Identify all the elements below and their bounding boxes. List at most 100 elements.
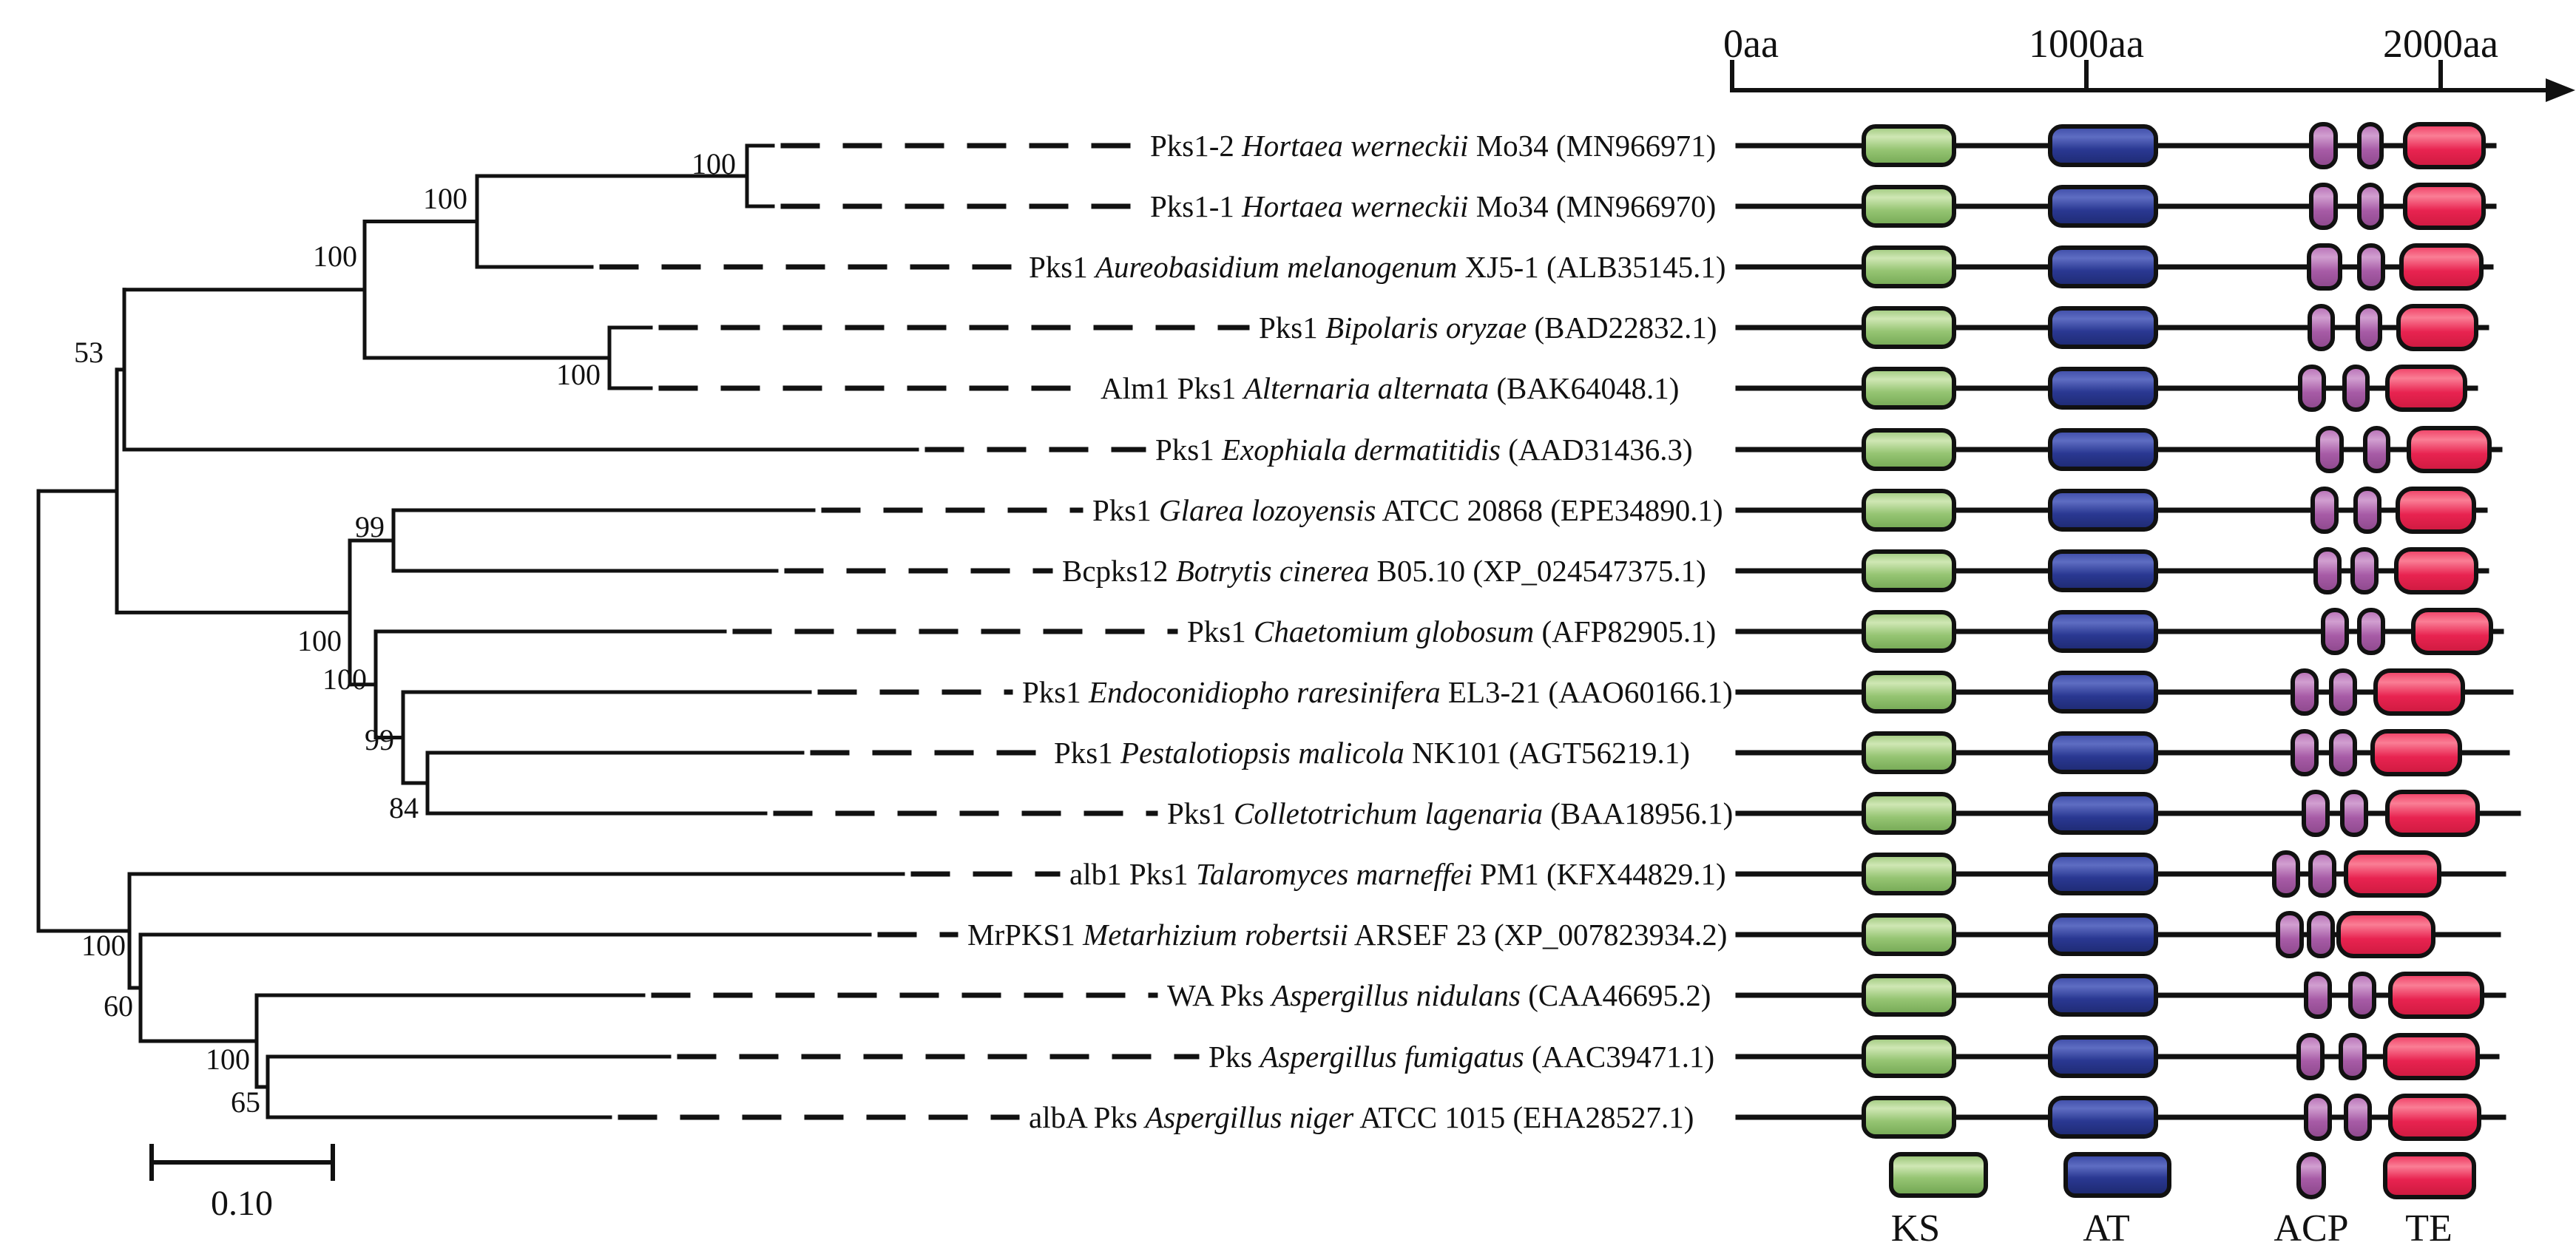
acp-domain (2321, 608, 2349, 655)
acp-domain (2348, 972, 2376, 1019)
taxon-label: Pks1-2 Hortaea werneckii Mo34 (MN966971) (1150, 129, 1716, 163)
te-domain (2411, 608, 2493, 655)
taxon-label: Pks1 Glarea lozoyensis ATCC 20868 (EPE34… (1092, 493, 1723, 527)
legend-swatch-te (2383, 1152, 2476, 1199)
ks-domain (1862, 853, 1956, 895)
at-domain (2048, 124, 2158, 167)
ks-domain (1862, 671, 1956, 714)
acp-domain (2356, 304, 2382, 351)
aa-scale-axis (1730, 60, 2575, 102)
acp-domain (2307, 911, 2335, 958)
acp-domain (2316, 426, 2344, 473)
legend-swatch-acp (2296, 1152, 2326, 1199)
ks-domain (1862, 610, 1956, 653)
bootstrap-value: 100 (423, 182, 467, 215)
legend-label-at: AT (2083, 1207, 2130, 1250)
axis-label-0aa: 0aa (1723, 21, 1779, 66)
at-domain (2048, 913, 2158, 956)
acp-domain (2313, 547, 2342, 594)
acp-domain (2342, 365, 2370, 412)
acp-domain (2298, 365, 2326, 412)
taxon-label: alb1 Pks1 Talaromyces marneffei PM1 (KFX… (1069, 857, 1726, 891)
at-domain (2048, 549, 2158, 592)
taxon-label: Pks1 Bipolaris oryzae (BAD22832.1) (1259, 311, 1717, 345)
te-domain (2385, 790, 2480, 837)
bootstrap-value: 65 (231, 1085, 260, 1119)
acp-domain (2309, 122, 2338, 169)
ks-domain (1862, 1096, 1956, 1139)
te-domain (2396, 487, 2476, 534)
ks-domain (1862, 974, 1956, 1017)
te-domain (2370, 729, 2462, 776)
bootstrap-value: 100 (692, 147, 736, 180)
taxon-label: Pks1 Aureobasidium melanogenum XJ5-1 (AL… (1029, 250, 1726, 284)
acp-domain (2296, 1033, 2325, 1080)
acp-domain (2291, 729, 2319, 776)
te-domain (2396, 304, 2478, 351)
acp-domain (2357, 243, 2385, 291)
acp-domain (2308, 304, 2335, 351)
te-domain (2388, 972, 2484, 1019)
taxon-label: MrPKS1 Metarhizium robertsii ARSEF 23 (X… (967, 918, 1727, 952)
ks-domain (1862, 185, 1956, 228)
at-domain (2048, 367, 2158, 410)
acp-domain (2353, 487, 2381, 534)
acp-domain (2357, 608, 2385, 655)
axis-arrowhead (2546, 78, 2575, 102)
te-domain (2403, 183, 2486, 230)
acp-domain (2344, 1094, 2372, 1141)
bootstrap-value: 100 (297, 624, 342, 657)
acp-domain (2350, 547, 2379, 594)
at-domain (2048, 1035, 2158, 1078)
at-domain (2048, 671, 2158, 714)
ks-domain (1862, 913, 1956, 956)
phylogenetic-tree: Pks1-2 Hortaea werneckii Mo34 (MN966971)… (36, 129, 1733, 1134)
at-domain (2048, 1096, 2158, 1139)
taxon-label: Pks1 Endoconidiopho raresinifera EL3-21 … (1022, 675, 1733, 709)
legend-label-te: TE (2405, 1207, 2452, 1250)
acp-domain (2329, 729, 2357, 776)
bootstrap-value: 100 (556, 358, 601, 391)
te-domain (2336, 911, 2435, 958)
bootstrap-value: 100 (81, 929, 126, 962)
at-domain (2048, 489, 2158, 532)
legend-label-acp: ACP (2274, 1207, 2349, 1250)
bootstrap-value: 99 (365, 723, 394, 756)
acp-domain (2302, 790, 2330, 837)
at-domain (2048, 974, 2158, 1017)
branch-scale-value: 0.10 (211, 1184, 273, 1223)
taxon-label: albA Pks Aspergillus niger ATCC 1015 (EH… (1029, 1100, 1694, 1134)
taxon-label: Alm1 Pks1 Alternaria alternata (BAK64048… (1101, 371, 1679, 405)
te-domain (2399, 243, 2484, 291)
ks-domain (1862, 792, 1956, 835)
bootstrap-value: 99 (355, 510, 385, 543)
te-domain (2373, 668, 2465, 716)
taxon-label: WA Pks Aspergillus nidulans (CAA46695.2) (1167, 978, 1711, 1012)
axis-label-2000aa: 2000aa (2383, 21, 2498, 66)
acp-domain (2291, 668, 2319, 716)
bootstrap-value: 100 (313, 240, 357, 273)
ks-domain (1862, 489, 1956, 532)
ks-domain (1862, 306, 1956, 349)
taxon-label: Pks1 Pestalotiopsis malicola NK101 (AGT5… (1054, 736, 1690, 770)
at-domain (2048, 853, 2158, 895)
at-domain (2048, 731, 2158, 774)
acp-domain (2357, 122, 2384, 169)
acp-domain (2310, 487, 2339, 534)
bootstrap-value: 100 (206, 1043, 250, 1076)
bootstrap-value: 60 (104, 989, 133, 1023)
ks-domain (1862, 549, 1956, 592)
taxon-label: Pks1-1 Hortaea werneckii Mo34 (MN966970) (1150, 189, 1716, 223)
legend-swatch-ks (1889, 1152, 1988, 1198)
taxon-label: Bcpks12 Botrytis cinerea B05.10 (XP_0245… (1062, 554, 1706, 588)
te-domain (2388, 1094, 2481, 1141)
te-domain (2383, 1033, 2480, 1080)
te-domain (2344, 850, 2441, 898)
taxon-label: Pks1 Colletotrichum lagenaria (BAA18956.… (1167, 796, 1733, 830)
acp-domain (2309, 183, 2338, 230)
bootstrap-value: 53 (74, 336, 104, 369)
taxon-label: Pks1 Chaetomium globosum (AFP82905.1) (1187, 614, 1716, 648)
acp-domain (2357, 183, 2384, 230)
acp-domain (2304, 972, 2332, 1019)
